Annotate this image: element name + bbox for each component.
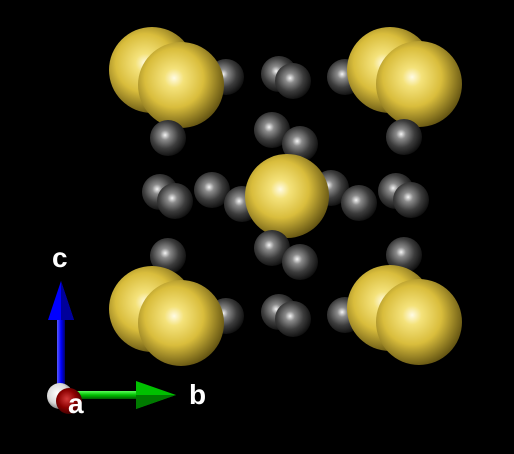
small-atom (386, 237, 422, 273)
small-atom (341, 185, 377, 221)
small-atom (282, 244, 318, 280)
small-atom (254, 112, 290, 148)
large-atom (138, 280, 224, 366)
atom-layer (109, 27, 462, 366)
small-atom (157, 183, 193, 219)
b-axis-label: b (189, 379, 206, 410)
small-atom (150, 120, 186, 156)
small-atom (194, 172, 230, 208)
small-atom (275, 63, 311, 99)
b-axis-shaft (68, 391, 142, 399)
large-atom (138, 42, 224, 128)
large-atom (376, 279, 462, 365)
a-axis-origin-red (56, 388, 82, 414)
c-axis-arrowhead-shade (61, 281, 74, 320)
c-axis-label: c (52, 242, 68, 273)
axis-indicator: c b a (47, 242, 206, 419)
small-atom (393, 182, 429, 218)
large-atom (245, 154, 329, 238)
small-atom (275, 301, 311, 337)
c-axis-shaft (57, 310, 65, 392)
large-atom (376, 41, 462, 127)
small-atom (282, 126, 318, 162)
a-axis-label: a (68, 388, 84, 419)
small-atom (254, 230, 290, 266)
small-atom (386, 119, 422, 155)
small-atom (150, 238, 186, 274)
b-axis-arrowhead-shade (136, 395, 176, 409)
